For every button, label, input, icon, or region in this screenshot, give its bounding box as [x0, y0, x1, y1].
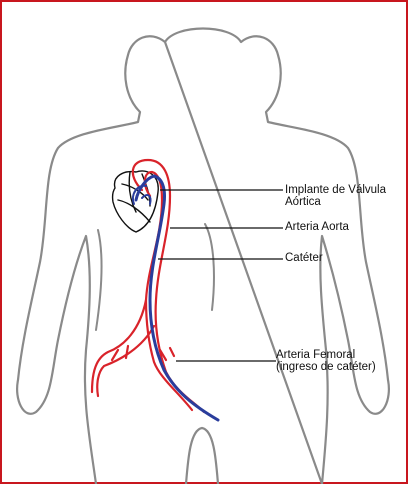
label-valve-line2: Aórtica — [285, 196, 386, 208]
label-femoral-artery: Arteria Femoral (ingreso de catéter) — [276, 349, 376, 373]
arm-inner-left — [96, 230, 102, 330]
label-femoral-line2: (ingreso de catéter) — [276, 361, 376, 373]
label-aortic-valve-implant: Implante de Válvula Aórtica — [285, 184, 386, 208]
catheter-line — [136, 176, 218, 420]
label-catheter: Catéter — [285, 252, 323, 264]
label-valve-line1: Implante de Válvula — [285, 184, 386, 196]
leader-lines — [158, 190, 283, 361]
arm-inner-right — [205, 224, 214, 310]
body-outline — [17, 29, 389, 484]
label-femoral-line1: Arteria Femoral — [276, 349, 376, 361]
label-aorta: Arteria Aorta — [285, 221, 349, 233]
aorta-artery — [92, 160, 204, 412]
